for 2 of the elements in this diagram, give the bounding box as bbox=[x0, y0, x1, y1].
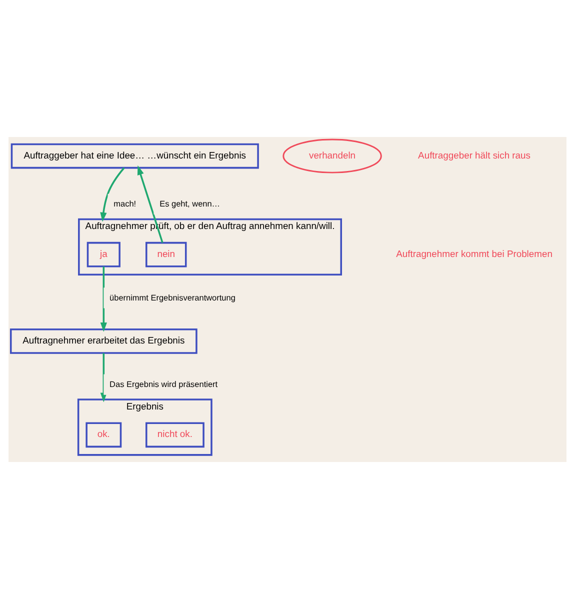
label: Auftragnehmer kommt bei Problemen bbox=[396, 248, 552, 259]
label: Auftraggeber hält sich raus bbox=[418, 149, 530, 160]
